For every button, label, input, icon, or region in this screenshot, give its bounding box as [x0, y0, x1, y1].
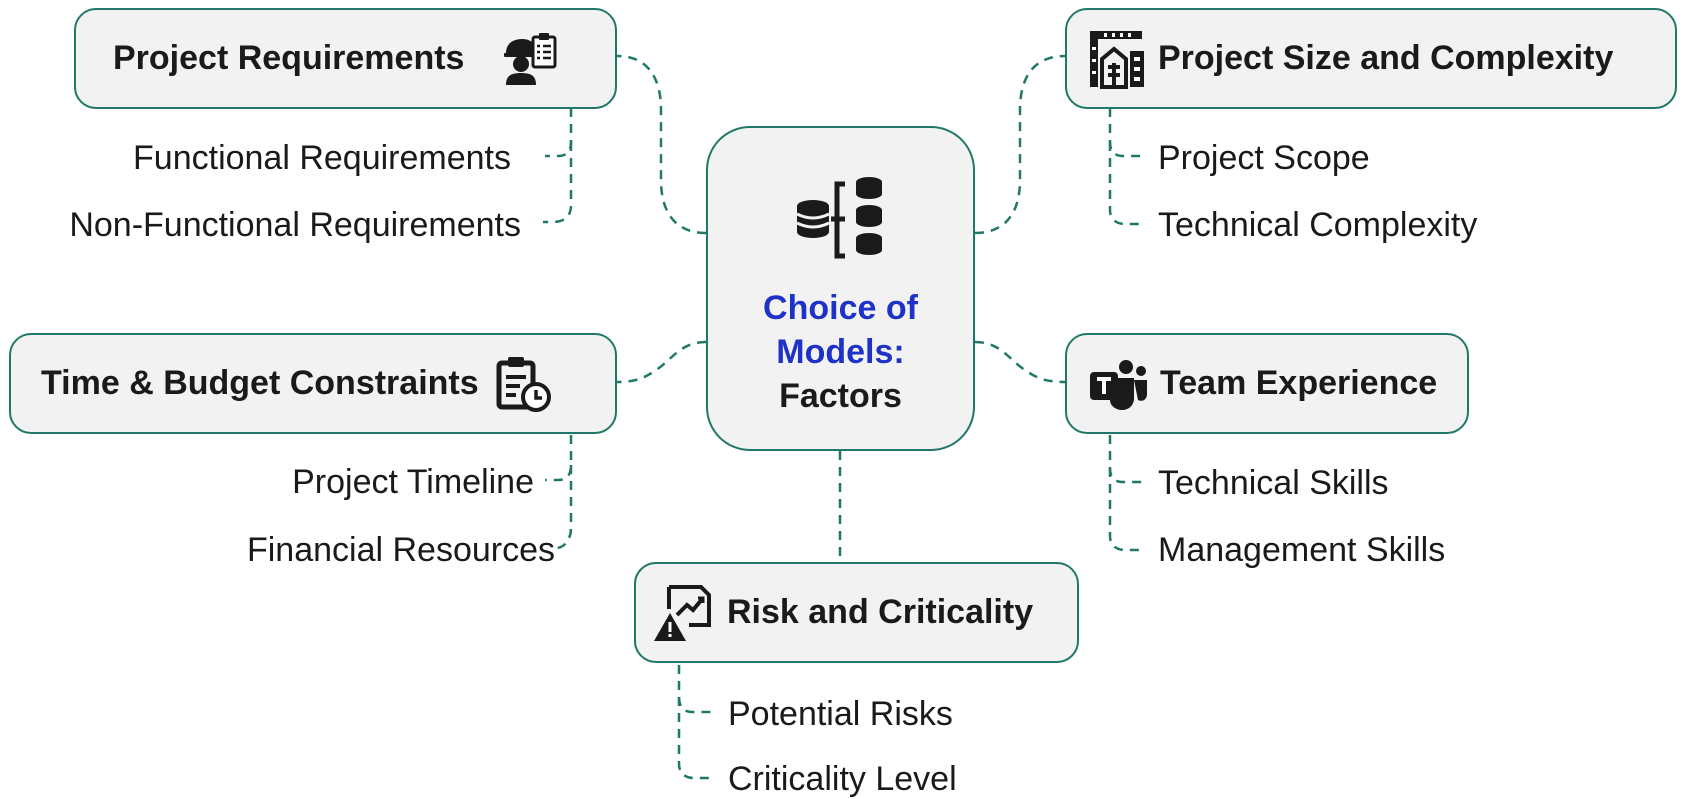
sub-technical-complexity: Technical Complexity	[1158, 206, 1478, 244]
sub-functional-requirements: Functional Requirements	[133, 139, 511, 177]
node-project-requirements: Project Requirements	[74, 8, 617, 109]
node-risk: Risk and Criticality	[634, 562, 1079, 663]
sub-non-functional-requirements: Non-Functional Requirements	[69, 206, 521, 244]
center-title: Choice of Models:	[763, 286, 918, 374]
node-title: Risk and Criticality	[727, 593, 1034, 631]
center-node: Choice of Models: Factors	[706, 126, 975, 451]
sub-financial-resources: Financial Resources	[246, 531, 555, 569]
worker-clipboard-icon	[502, 31, 558, 87]
chart-warning-icon	[653, 583, 713, 643]
database-hierarchy-icon	[793, 170, 889, 266]
center-title-line1: Choice of	[763, 289, 918, 327]
sub-management-skills: Management Skills	[1158, 531, 1446, 569]
teams-icon	[1088, 358, 1148, 410]
center-title-line2: Models:	[776, 333, 905, 371]
center-subtitle: Factors	[779, 377, 902, 415]
node-team-experience: Team Experience	[1065, 333, 1469, 434]
node-time-budget: Time & Budget Constraints	[9, 333, 617, 434]
sub-project-timeline: Project Timeline	[292, 463, 534, 501]
node-project-size: Project Size and Complexity	[1065, 8, 1677, 109]
node-title: Project Requirements	[113, 39, 465, 77]
sub-technical-skills: Technical Skills	[1158, 464, 1389, 502]
node-title: Time & Budget Constraints	[41, 364, 479, 402]
sub-criticality-level: Criticality Level	[728, 760, 957, 798]
sub-potential-risks: Potential Risks	[728, 695, 953, 733]
node-title: Team Experience	[1160, 364, 1438, 402]
clipboard-clock-icon	[495, 355, 553, 413]
sub-project-scope: Project Scope	[1158, 139, 1370, 177]
buildings-icon	[1088, 29, 1146, 89]
node-title: Project Size and Complexity	[1158, 39, 1614, 77]
